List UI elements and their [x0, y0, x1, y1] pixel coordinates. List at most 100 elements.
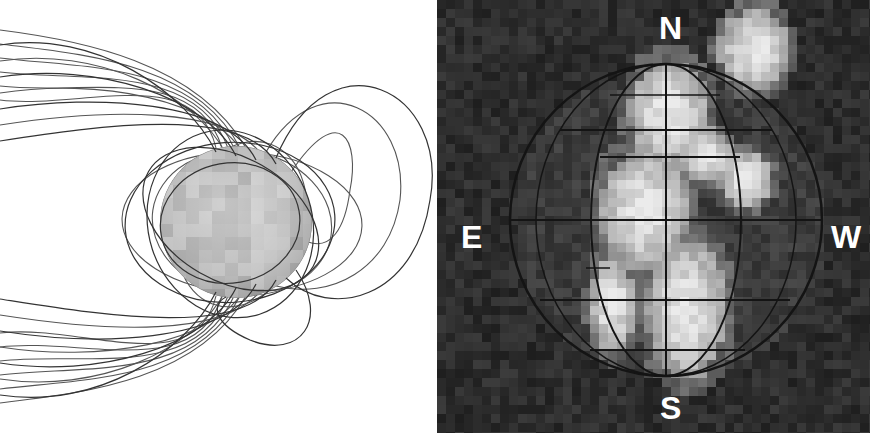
- map-cell: [680, 414, 689, 423]
- map-cell: [491, 369, 500, 378]
- map-cell: [446, 414, 455, 423]
- map-cell: [437, 252, 446, 261]
- surface-patch: [264, 250, 277, 263]
- map-cell: [491, 297, 500, 306]
- map-cell: [644, 333, 653, 342]
- map-cell: [626, 198, 635, 207]
- map-cell: [536, 153, 545, 162]
- map-cell: [500, 333, 509, 342]
- map-cell: [473, 108, 482, 117]
- map-cell: [743, 387, 752, 396]
- map-cell: [617, 27, 626, 36]
- map-cell: [716, 378, 725, 387]
- map-cell: [545, 243, 554, 252]
- map-cell: [635, 162, 644, 171]
- map-cell: [464, 63, 473, 72]
- map-cell: [671, 261, 680, 270]
- map-cell: [545, 18, 554, 27]
- map-cell: [671, 99, 680, 108]
- map-cell: [725, 279, 734, 288]
- map-cell: [482, 198, 491, 207]
- map-cell: [473, 369, 482, 378]
- map-cell: [635, 108, 644, 117]
- surface-patch: [238, 224, 251, 237]
- map-cell: [581, 162, 590, 171]
- map-cell: [482, 117, 491, 126]
- map-cell: [644, 36, 653, 45]
- map-cell: [464, 144, 473, 153]
- map-cell: [491, 189, 500, 198]
- map-cell: [455, 180, 464, 189]
- map-cell: [500, 54, 509, 63]
- map-cell: [536, 81, 545, 90]
- map-cell: [626, 36, 635, 45]
- map-cell: [626, 144, 635, 153]
- map-cell: [491, 135, 500, 144]
- map-cell: [689, 135, 698, 144]
- surface-patch: [277, 159, 290, 172]
- map-cell: [572, 279, 581, 288]
- surface-patch: [277, 237, 290, 250]
- map-cell: [716, 270, 725, 279]
- map-cell: [446, 36, 455, 45]
- map-cell: [455, 0, 464, 9]
- map-cell: [446, 243, 455, 252]
- map-cell: [482, 324, 491, 333]
- map-cell: [455, 90, 464, 99]
- map-cell: [635, 54, 644, 63]
- map-cell: [473, 261, 482, 270]
- map-cell: [509, 99, 518, 108]
- map-cell: [680, 72, 689, 81]
- map-cell: [671, 333, 680, 342]
- map-cell: [599, 0, 608, 9]
- map-cell: [662, 54, 671, 63]
- map-cell: [536, 18, 545, 27]
- map-cell: [680, 180, 689, 189]
- map-cell: [698, 45, 707, 54]
- map-cell: [545, 162, 554, 171]
- map-cell: [464, 9, 473, 18]
- map-cell: [527, 162, 536, 171]
- map-cell: [635, 117, 644, 126]
- map-cell: [716, 414, 725, 423]
- map-cell: [716, 405, 725, 414]
- map-cell: [608, 54, 617, 63]
- map-cell: [509, 342, 518, 351]
- map-cell: [482, 18, 491, 27]
- map-cell: [725, 54, 734, 63]
- map-cell: [500, 369, 509, 378]
- map-cell: [689, 162, 698, 171]
- map-cell: [545, 297, 554, 306]
- map-cell: [581, 207, 590, 216]
- map-cell: [509, 297, 518, 306]
- map-cell: [599, 198, 608, 207]
- map-cell: [464, 45, 473, 54]
- map-cell: [446, 387, 455, 396]
- map-cell: [464, 207, 473, 216]
- map-cell: [491, 423, 500, 432]
- map-cell: [491, 324, 500, 333]
- map-cell: [446, 54, 455, 63]
- map-cell: [653, 144, 662, 153]
- map-cell: [698, 360, 707, 369]
- map-cell: [698, 324, 707, 333]
- map-cell: [473, 189, 482, 198]
- surface-patch: [238, 172, 251, 185]
- surface-patch: [225, 224, 238, 237]
- map-cell: [572, 9, 581, 18]
- map-cell: [698, 378, 707, 387]
- map-cell: [761, 360, 770, 369]
- map-cell: [635, 81, 644, 90]
- map-cell: [671, 81, 680, 90]
- map-cell: [644, 279, 653, 288]
- map-cell: [752, 54, 761, 63]
- map-cell: [536, 423, 545, 432]
- map-cell: [635, 144, 644, 153]
- map-cell: [725, 243, 734, 252]
- map-cell: [635, 36, 644, 45]
- map-cell: [680, 117, 689, 126]
- map-cell: [509, 324, 518, 333]
- map-cell: [734, 324, 743, 333]
- map-cell: [689, 351, 698, 360]
- map-cell: [464, 270, 473, 279]
